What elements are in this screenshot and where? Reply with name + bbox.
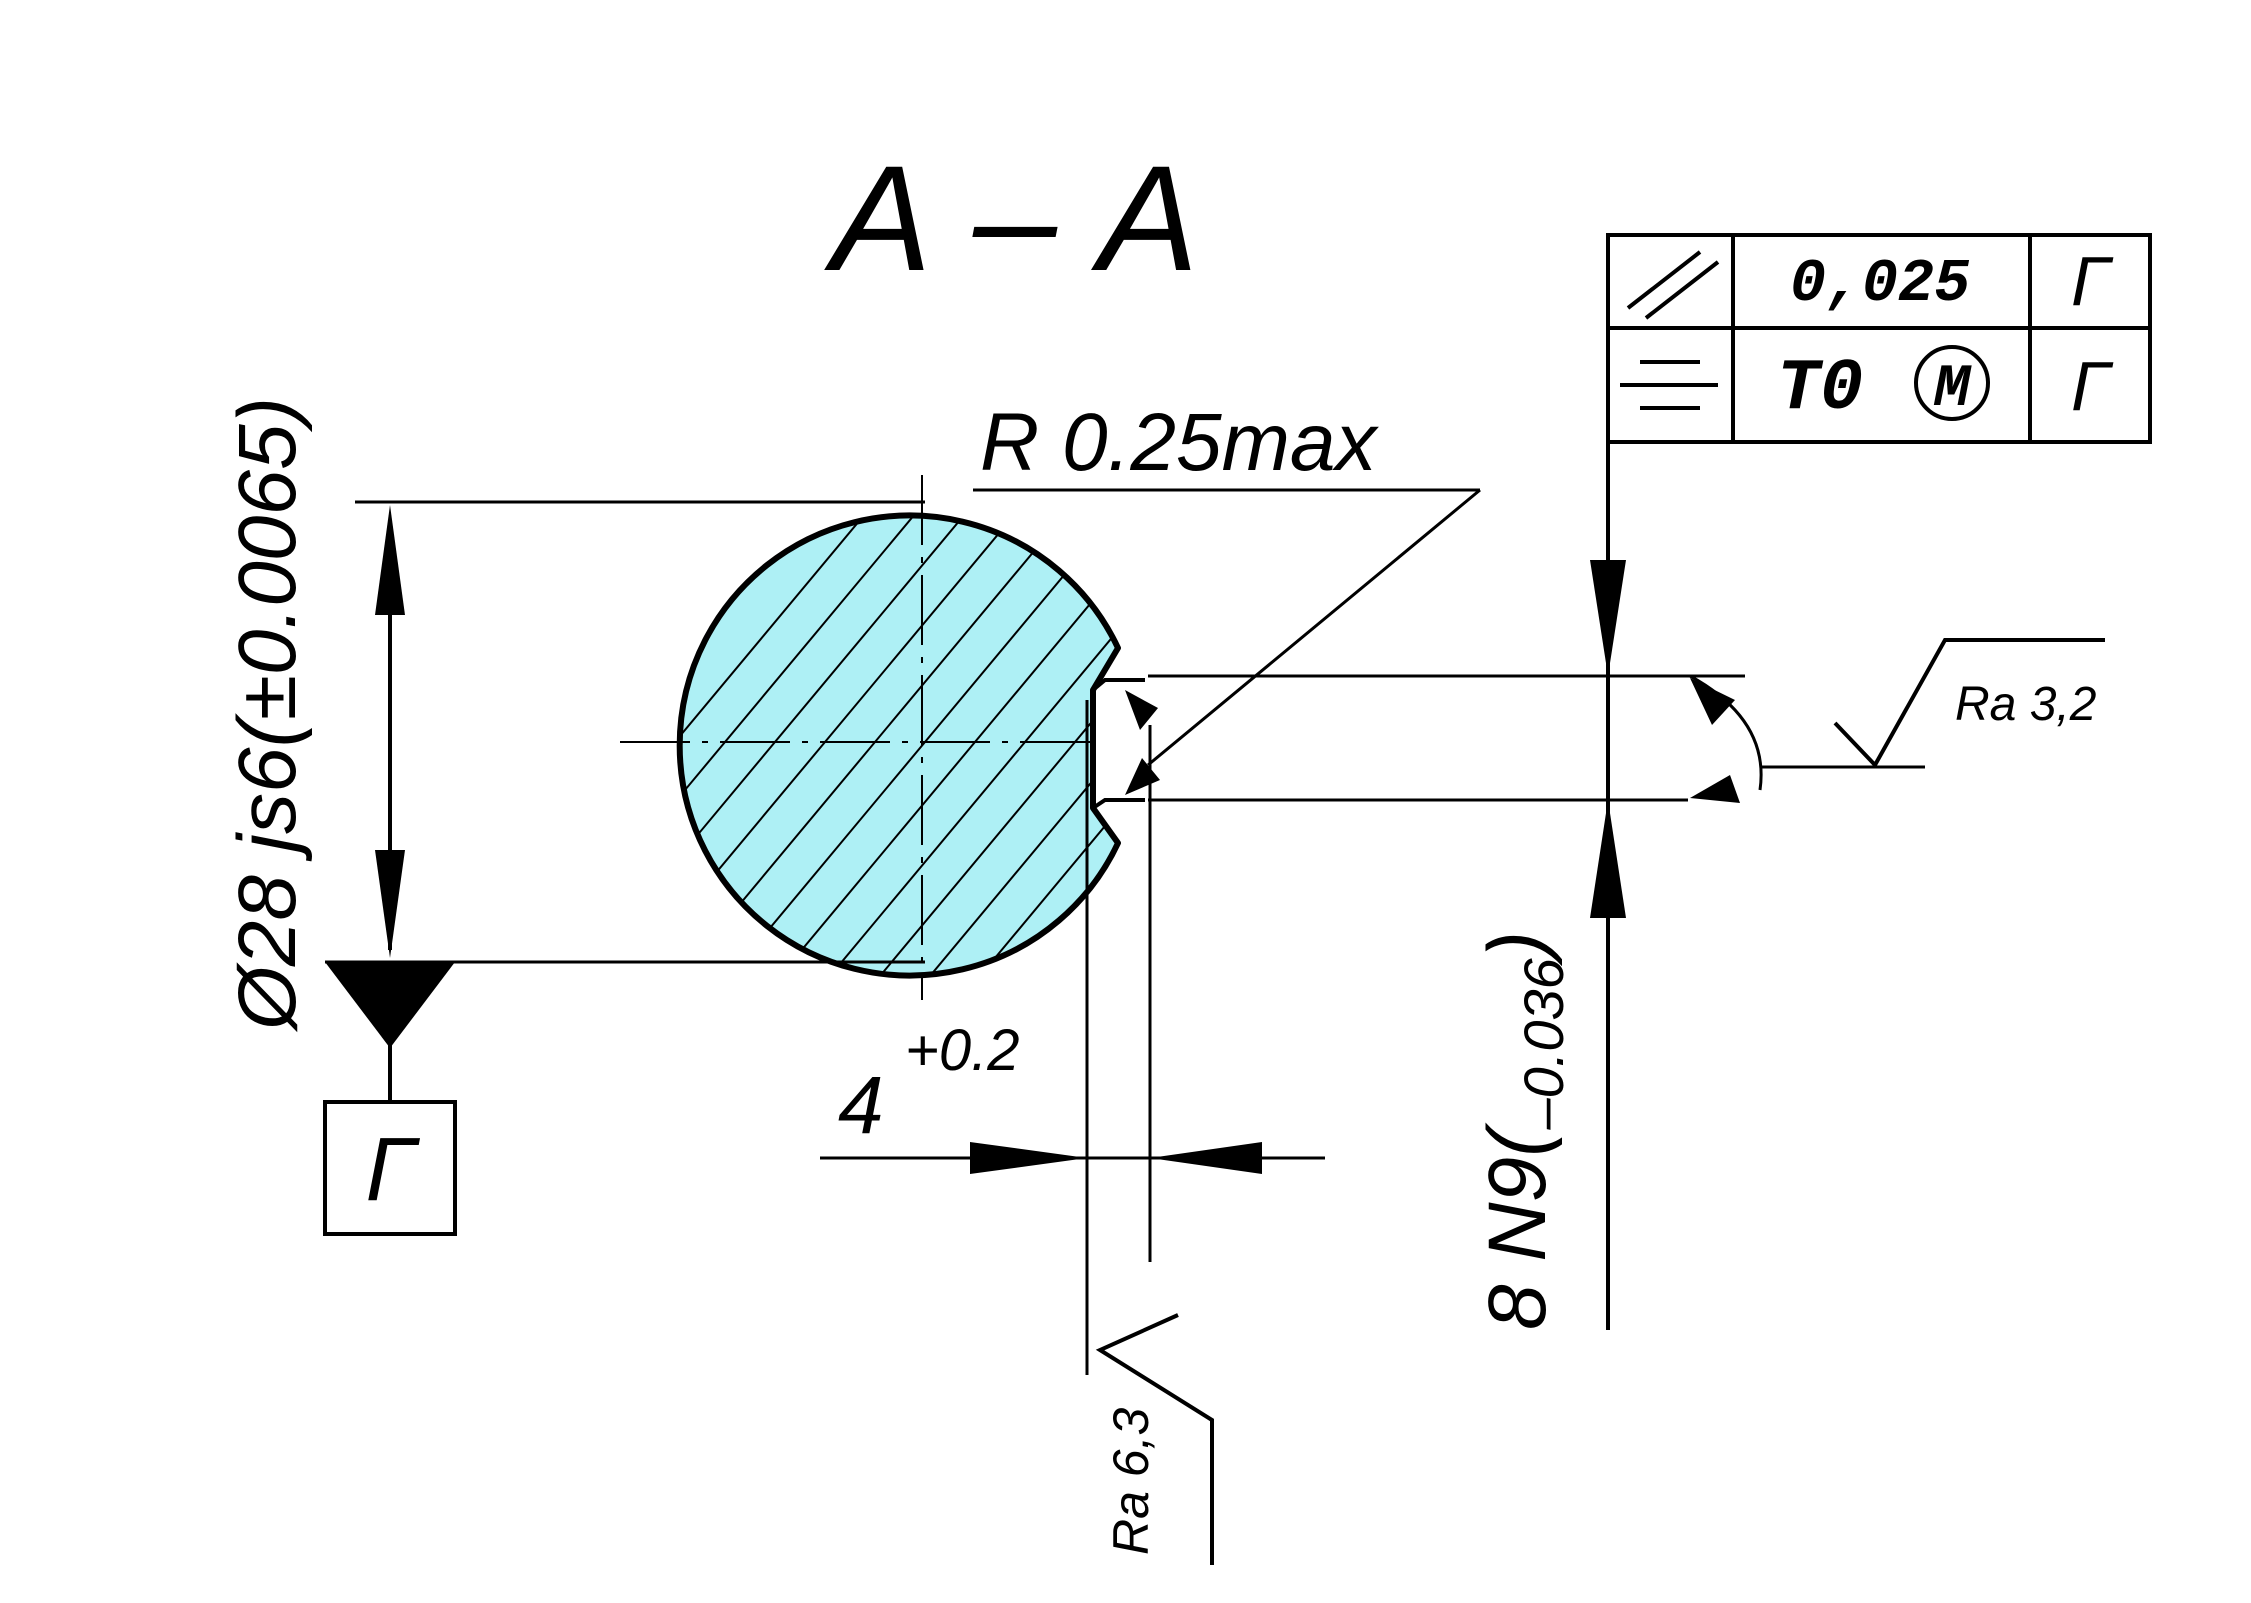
dimension-arrow-down-icon	[375, 850, 405, 958]
arc-arrow-icon-2	[1690, 775, 1740, 803]
leader-arrow-icon-2	[1125, 758, 1160, 795]
keyway-depth-dimension: 4 +0.2	[820, 700, 1325, 1375]
keyway-width-label: 8 N9(–0.036)	[1472, 931, 1575, 1330]
datum-triangle-icon	[325, 962, 455, 1048]
dimension-arrow-up-icon-2	[1590, 800, 1626, 918]
fcf-row2-modifier: M	[1933, 356, 1972, 424]
section-outline	[676, 512, 1121, 979]
section-fill	[679, 515, 1118, 976]
material-modifier-circle	[1914, 345, 1990, 421]
radius-callout: R 0.25max	[973, 397, 1481, 795]
parallelism-icon	[1626, 250, 1720, 320]
keyway-slot-bottom	[1091, 798, 1145, 810]
keyway-depth-label: 4	[838, 1060, 884, 1151]
shaft-section	[676, 512, 1145, 979]
leader-arrow-icon	[1125, 690, 1158, 730]
diameter-tolerance: ±0.0065	[222, 424, 313, 720]
fcf-row1-datum: Г	[2071, 242, 2114, 320]
dimension-arrow-left-icon	[1150, 1142, 1262, 1174]
diameter-label: Ø28 js6(±0.0065)	[222, 397, 313, 1033]
roughness-bottom-label: Ra 6,3	[1103, 1407, 1159, 1555]
roughness-bottom-symbol: Ra 6,3	[1095, 1313, 1214, 1565]
roughness-side-symbol: Ra 3,2	[1689, 638, 2105, 803]
keyway-slot	[1091, 678, 1145, 692]
dimension-arrow-up-icon	[375, 505, 405, 615]
section-title: А – А	[824, 134, 1199, 302]
datum-symbol: Г	[323, 962, 457, 1236]
center-lines	[620, 475, 1100, 1000]
dimension-arrow-right-icon	[970, 1142, 1087, 1174]
symmetry-icon	[1620, 360, 1718, 410]
keyway-depth-value: 4	[838, 1060, 884, 1151]
fcf-row2-datum: Г	[2071, 347, 2114, 425]
keyway-depth-tolerance: +0.2	[905, 1018, 1020, 1083]
feature-control-frame: 0,025 Г T0 M Г	[1606, 233, 2152, 444]
fcf-row2-tolerance: T0	[1777, 348, 1863, 430]
dimension-arrow-down-icon-2	[1590, 560, 1626, 676]
keyway-width-tolerance: –0.036	[1512, 957, 1575, 1130]
fcf-row1-tolerance: 0,025	[1790, 251, 1970, 319]
roughness-side-label: Ra 3,2	[1955, 678, 2096, 731]
keyway-width-dimension: 8 N9(–0.036)	[1148, 440, 1745, 1330]
keyway-width-size: 8 N9(	[1472, 1122, 1563, 1330]
datum-letter: Г	[366, 1120, 421, 1220]
arc-arrow-icon	[1690, 678, 1735, 725]
radius-note: R 0.25max	[980, 397, 1380, 488]
diameter-size: Ø28 js6(	[222, 712, 313, 1033]
